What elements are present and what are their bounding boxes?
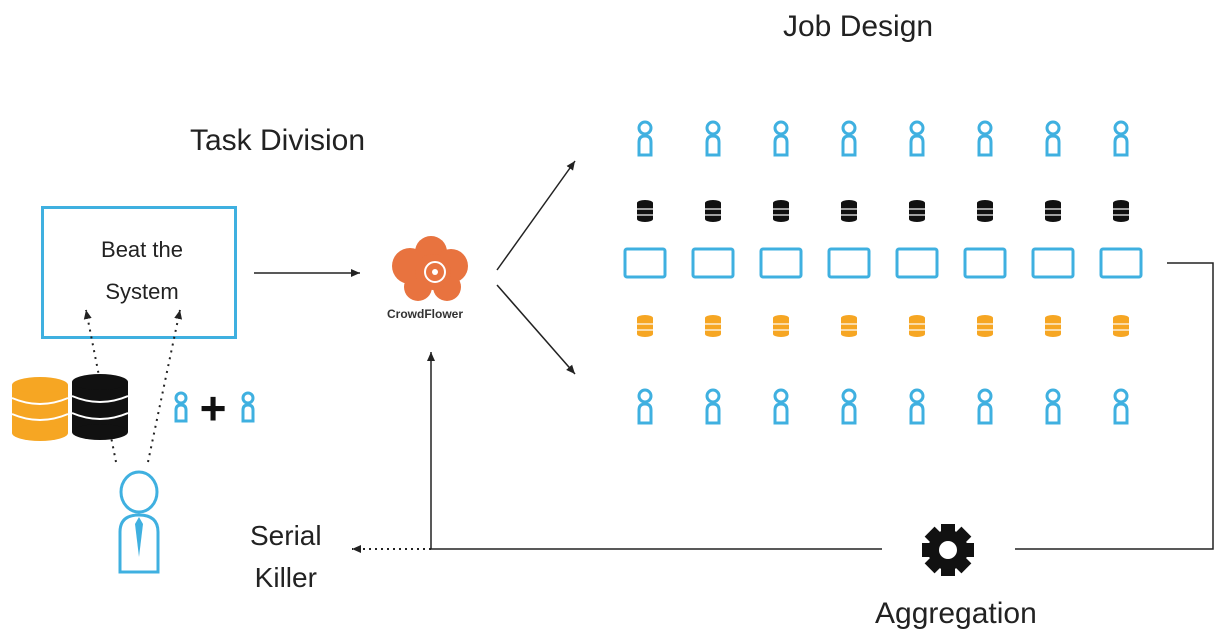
- black-database-icon: [71, 374, 129, 440]
- worker-icon-bottom-7: [1045, 388, 1061, 425]
- orange-db-icon-5: [909, 315, 925, 337]
- black-db-icon-6: [977, 200, 993, 222]
- laptop-icon-1: [623, 247, 667, 279]
- worker-icon-bottom-6: [977, 388, 993, 425]
- black-db-icon-2: [705, 200, 721, 222]
- crowdflower-label: CrowdFlower: [387, 307, 464, 321]
- plus-sign: +: [200, 382, 227, 434]
- worker-icon-top-1: [637, 120, 653, 157]
- laptop-icon-3: [759, 247, 803, 279]
- black-db-icon-3: [773, 200, 789, 222]
- worker-icon-top-4: [841, 120, 857, 157]
- arrow-to-top-workers: [496, 160, 576, 271]
- worker-icon-bottom-8: [1113, 388, 1129, 425]
- worker-icon-bottom-1: [637, 388, 653, 425]
- orange-db-icon-7: [1045, 315, 1061, 337]
- person-with-tie-icon: [118, 470, 160, 574]
- worker-grid: [623, 120, 1143, 425]
- black-db-icon-8: [1113, 200, 1129, 222]
- serial-killer-line1: Serial: [250, 520, 322, 551]
- worker-icon-top-5: [909, 120, 925, 157]
- orange-db-icon-2: [705, 315, 721, 337]
- serial-killer-label: Serial Killer: [250, 515, 322, 599]
- worker-icon-top-3: [773, 120, 789, 157]
- arrow-to-bottom-workers: [496, 284, 576, 375]
- worker-icon-bottom-4: [841, 388, 857, 425]
- black-db-icon-1: [637, 200, 653, 222]
- gear-icon: [922, 524, 974, 576]
- loop-line-to-crowdflower: [427, 352, 882, 550]
- laptop-icon-4: [827, 247, 871, 279]
- worker-icon-bottom-5: [909, 388, 925, 425]
- orange-database-icon: [11, 377, 69, 441]
- worker-icon-bottom-2: [705, 388, 721, 425]
- loop-line-right: [1015, 262, 1214, 550]
- beat-box-line1: Beat the: [101, 237, 183, 262]
- dotted-arrow-right: [147, 309, 183, 463]
- laptop-icon-5: [895, 247, 939, 279]
- worker-icon-top-7: [1045, 120, 1061, 157]
- orange-db-icon-3: [773, 315, 789, 337]
- orange-db-icon-4: [841, 315, 857, 337]
- black-db-icon-7: [1045, 200, 1061, 222]
- worker-icon-small-right: [241, 391, 255, 423]
- worker-icon-small-left: [174, 391, 188, 423]
- job-design-title: Job Design: [783, 10, 934, 43]
- black-db-icon-4: [841, 200, 857, 222]
- laptop-icon-6: [963, 247, 1007, 279]
- beat-the-system-box: Beat the System: [41, 206, 237, 339]
- orange-db-icon-8: [1113, 315, 1129, 337]
- crowdflower-logo-icon: [392, 236, 468, 301]
- orange-db-icon-6: [977, 315, 993, 337]
- aggregation-label: Aggregation: [875, 597, 1037, 630]
- black-db-icon-5: [909, 200, 925, 222]
- laptop-icon-7: [1031, 247, 1075, 279]
- serial-killer-line2: Killer: [254, 562, 317, 593]
- worker-icon-top-8: [1113, 120, 1129, 157]
- task-division-title: Task Division: [190, 124, 366, 157]
- worker-icon-top-2: [705, 120, 721, 157]
- laptop-icon-8: [1099, 247, 1143, 279]
- worker-icon-bottom-3: [773, 388, 789, 425]
- laptop-icon-2: [691, 247, 735, 279]
- beat-box-line2: System: [105, 279, 179, 304]
- orange-db-icon-1: [637, 315, 653, 337]
- worker-icon-top-6: [977, 120, 993, 157]
